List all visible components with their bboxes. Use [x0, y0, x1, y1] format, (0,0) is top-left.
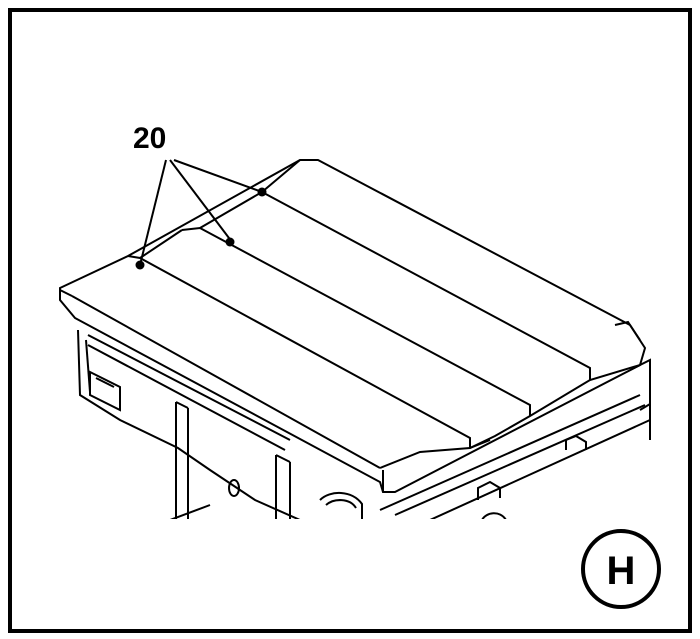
step-badge-label: H	[607, 549, 636, 593]
callout-point-1	[135, 260, 145, 270]
step-badge: H	[581, 529, 661, 609]
callout-points	[135, 187, 267, 270]
step-badge-circle	[581, 529, 661, 609]
callout-leaders	[139, 159, 263, 266]
callout-point-2	[225, 237, 235, 247]
top-plate	[59, 159, 647, 493]
chassis-base	[77, 329, 651, 519]
callout-number: 20	[133, 122, 166, 155]
callout-point-3	[257, 187, 267, 197]
